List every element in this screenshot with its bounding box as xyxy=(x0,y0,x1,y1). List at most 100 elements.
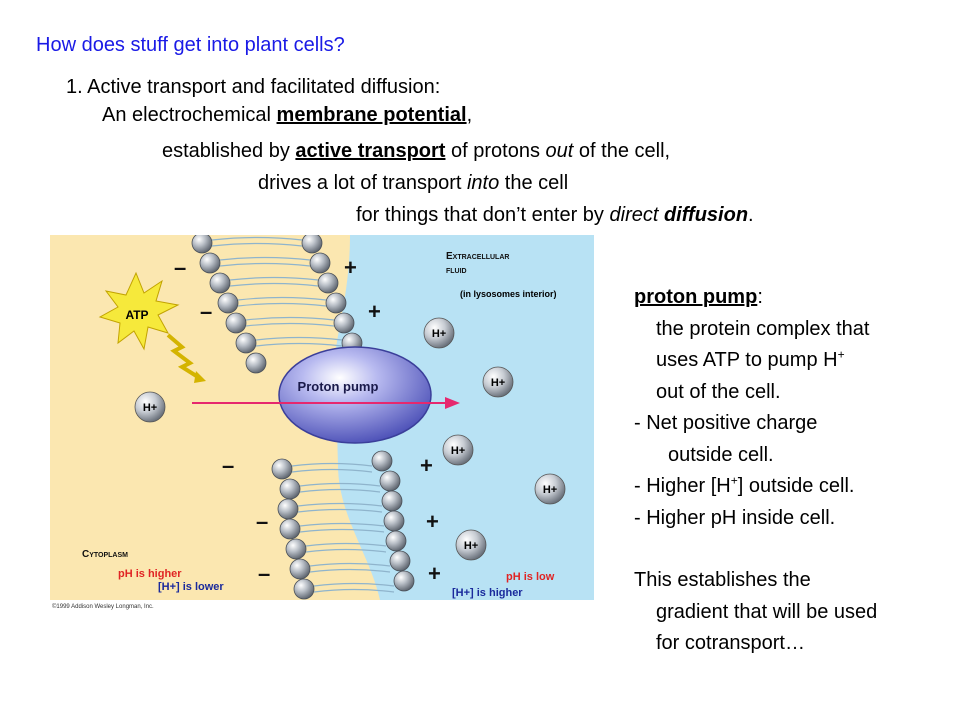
intro-line-2: An electrochemical membrane potential, xyxy=(102,104,472,127)
phospholipid-head xyxy=(309,252,331,274)
lipid-tail xyxy=(313,582,395,587)
phospholipid-head xyxy=(385,530,407,552)
phospholipid-head xyxy=(293,578,315,600)
notes-line-text: - Higher [H xyxy=(634,475,731,497)
cytoplasm-label: Cytoplasm xyxy=(82,549,128,560)
lipid-tail xyxy=(305,542,387,547)
svg-text:H+: H+ xyxy=(451,445,465,457)
ion-outside-4: H+ xyxy=(534,473,566,505)
energy-bolt-tip xyxy=(194,371,206,383)
notes-line: - Net positive charge xyxy=(634,412,818,434)
term-active-transport: active transport xyxy=(295,140,446,162)
copyright-credit: ©1999 Addison Wesley Longman, Inc. xyxy=(52,604,154,610)
notes-title: proton pump: xyxy=(634,282,877,314)
phospholipid-head xyxy=(317,272,339,294)
phospholipid-head xyxy=(271,458,293,480)
minus-sign: – xyxy=(256,509,268,534)
lipid-tail xyxy=(211,242,303,247)
proton-pump-label: Proton pump xyxy=(298,379,379,394)
superscript-plus: + xyxy=(837,347,845,362)
intro-line-1: 1. Active transport and facilitated diff… xyxy=(66,76,440,99)
notes-line-text: uses ATP to pump H xyxy=(656,349,838,371)
ion-cytoplasm: H+ xyxy=(134,391,166,423)
energy-bolt xyxy=(166,333,200,379)
notes-line: This establishes the xyxy=(634,569,811,591)
phospholipid-head xyxy=(325,292,347,314)
lipid-tail xyxy=(211,236,303,241)
proton-pump-diagram: Proton pump ATP H+ H+ H+ H+ H+ H+ – – – … xyxy=(50,235,594,600)
lipid-tail xyxy=(237,302,327,307)
notes-line-text: ] outside cell. xyxy=(737,475,855,497)
lipid-tail xyxy=(245,316,335,321)
question-heading: How does stuff get into plant cells? xyxy=(36,34,345,56)
plus-sign: + xyxy=(344,255,357,280)
phospholipid-head xyxy=(279,478,301,500)
intro-line-4-post: the cell xyxy=(499,172,569,194)
phospholipid-head xyxy=(333,312,355,334)
intro-line-5-italic: direct xyxy=(609,204,659,226)
lipid-tail xyxy=(219,256,311,261)
notes-line: - Higher [H+] outside cell. xyxy=(634,471,877,503)
phospholipid-head xyxy=(285,538,307,560)
phospholipid-head xyxy=(209,272,231,294)
plus-sign: + xyxy=(428,561,441,586)
lipid-tail xyxy=(229,282,319,287)
phospholipid-head xyxy=(245,352,267,374)
atp-burst xyxy=(98,271,180,351)
minus-sign: – xyxy=(258,561,270,586)
lipid-tail xyxy=(291,468,373,473)
minus-sign: – xyxy=(222,453,234,478)
lipid-tail xyxy=(305,548,387,553)
svg-text:H+: H+ xyxy=(143,402,157,414)
extracellular-region xyxy=(335,235,594,600)
minus-sign: – xyxy=(174,255,186,280)
plus-sign: + xyxy=(426,509,439,534)
extracellular-label: Extracellular xyxy=(446,251,509,262)
proton-pump-protein xyxy=(278,346,432,444)
phospholipid-head xyxy=(381,490,403,512)
minus-sign: – xyxy=(200,299,212,324)
intro-line-5-pre: for things that don’t enter by xyxy=(356,204,610,226)
notes-line: for cotransport… xyxy=(656,632,805,654)
ion-outside-2: H+ xyxy=(482,366,514,398)
intro-line-4-pre: drives a lot of transport xyxy=(258,172,467,194)
intro-line-4-italic: into xyxy=(466,172,500,194)
svg-text:H+: H+ xyxy=(491,377,505,389)
atp-label: ATP xyxy=(125,308,148,322)
ph-low-label: pH is low xyxy=(506,571,555,583)
svg-text:H+: H+ xyxy=(432,328,446,340)
intro-line-3-mid: of protons xyxy=(445,140,546,162)
notes-line: - Higher pH inside cell. xyxy=(634,506,836,529)
ph-higher-label: pH is higher xyxy=(118,568,182,580)
h-higher-label: [H+] is higher xyxy=(452,587,523,599)
phospholipid-head xyxy=(301,235,323,254)
phospholipid-head xyxy=(191,235,213,254)
svg-text:H+: H+ xyxy=(543,484,557,496)
lipid-tail xyxy=(299,522,385,527)
proton-flow-arrowhead xyxy=(445,397,460,409)
lysosome-note: (in lysosomes interior) xyxy=(460,289,557,299)
ion-outside-3: H+ xyxy=(442,434,474,466)
intro-line-2-pre: An electrochemical xyxy=(102,104,277,126)
lipid-tail xyxy=(309,568,391,573)
ion-outside-1: H+ xyxy=(423,317,455,349)
notes-line: outside cell. xyxy=(668,443,774,466)
phospholipid-head xyxy=(277,498,299,520)
phospholipid-head xyxy=(389,550,411,572)
lipid-tail xyxy=(313,588,395,593)
notes-line: gradient that will be used xyxy=(656,600,878,623)
svg-text:H+: H+ xyxy=(464,540,478,552)
intro-line-5: for things that don’t enter by direct di… xyxy=(356,204,754,227)
phospholipid-head xyxy=(383,510,405,532)
lipid-tail xyxy=(229,276,319,281)
lipid-tail xyxy=(219,262,311,267)
lipid-tail xyxy=(309,562,391,567)
phospholipid-head xyxy=(235,332,257,354)
phospholipid-head xyxy=(279,518,301,540)
intro-line-1-text: . Active transport and facilitated diffu… xyxy=(77,76,441,98)
notes-line: the protein complex that xyxy=(656,317,870,340)
lipid-tail xyxy=(245,322,335,327)
phospholipid-head xyxy=(289,558,311,580)
lipid-tail xyxy=(299,482,381,487)
notes-line: uses ATP to pump H+ xyxy=(634,345,877,377)
